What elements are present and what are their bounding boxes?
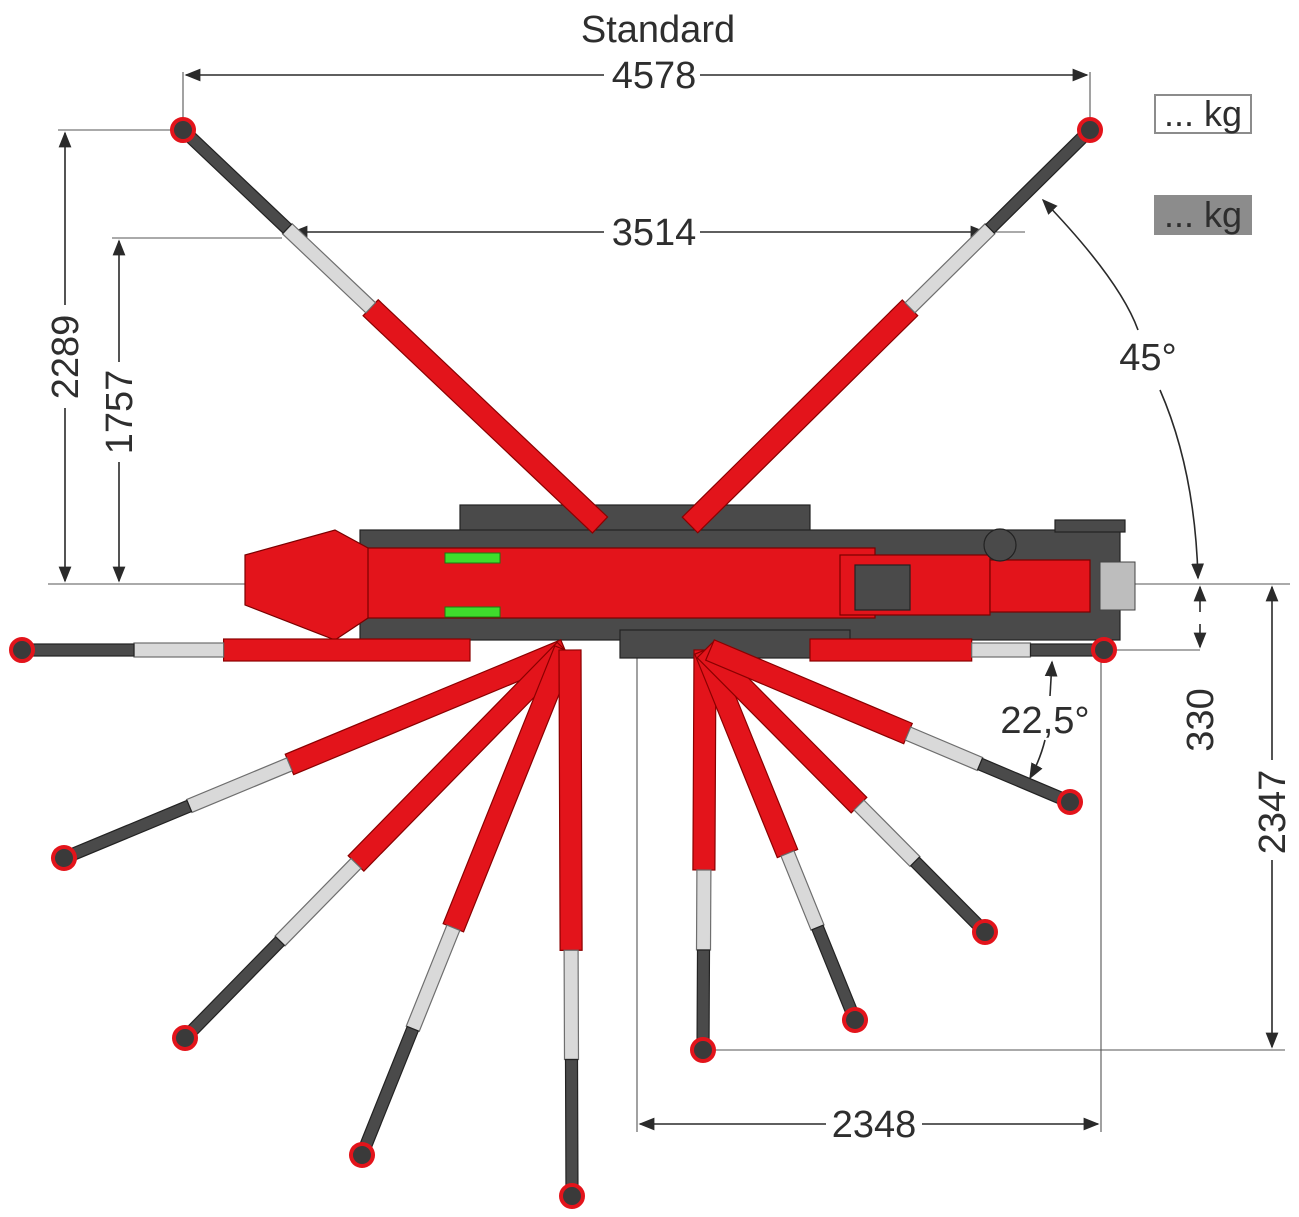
arm-right-horizontal xyxy=(809,637,1117,663)
title: Standard xyxy=(581,9,735,51)
arm-left-horizontal-extension xyxy=(21,643,135,657)
arm-lower-left-2 xyxy=(172,641,574,1052)
legend-label-filled: ... kg xyxy=(1164,194,1242,235)
arm-top-left-cylinder xyxy=(362,298,609,534)
arm-lower-right-3-foot-pad xyxy=(971,918,998,945)
arm-lower-left-4-extension xyxy=(564,1058,579,1197)
outrigger-arms xyxy=(9,117,1117,1209)
arm-top-left-foot-pad xyxy=(169,117,196,144)
dim-left-inner-label: 1757 xyxy=(99,370,141,455)
dim-bottom-span: 2348 xyxy=(636,650,1102,1146)
arm-lower-left-2-rod xyxy=(274,857,362,947)
arm-right-horizontal-rod xyxy=(971,642,1032,658)
arm-lower-right-3 xyxy=(696,641,998,945)
dim-left-inner: 1757 xyxy=(99,237,282,583)
arm-lower-right-2-rod xyxy=(780,850,825,931)
arm-lower-right-1 xyxy=(690,649,717,1064)
dim-bottom-span-label: 2348 xyxy=(832,1104,917,1146)
arm-top-right-foot-pad xyxy=(1077,117,1104,144)
arm-lower-left-1 xyxy=(50,639,571,871)
arm-lower-right-1-extension xyxy=(696,949,711,1051)
arm-right-horizontal-foot-pad xyxy=(1091,637,1117,663)
arm-top-right-rod xyxy=(904,222,996,314)
legend-item-filled: ... kg xyxy=(1154,194,1252,235)
dim-left-outer: 2289 xyxy=(45,129,245,585)
dim-angle-45: 45° xyxy=(1041,198,1204,580)
arm-lower-left-2-extension xyxy=(179,935,286,1044)
dim-angle-45-label: 45° xyxy=(1119,337,1176,379)
arm-top-left xyxy=(169,117,609,534)
arm-left-horizontal-rod xyxy=(133,642,225,658)
dim-angle-22: 22,5° xyxy=(1000,649,1200,780)
arm-top-left-rod xyxy=(281,222,377,314)
arm-right-horizontal-cylinder xyxy=(809,638,973,662)
arm-lower-right-1-rod xyxy=(695,869,712,951)
dim-left-outer-label: 2289 xyxy=(45,315,87,400)
arm-lower-right-3-rod xyxy=(853,799,921,868)
arm-lower-right-2-foot-pad xyxy=(842,1006,869,1033)
arm-top-right xyxy=(681,117,1104,534)
arm-lower-left-4-cylinder xyxy=(558,649,583,951)
arm-lower-left-3-foot-pad xyxy=(349,1141,376,1168)
dim-top-span-label: 4578 xyxy=(612,55,697,97)
arm-lower-left-1-foot-pad xyxy=(50,844,77,871)
dim-right-large-label: 2347 xyxy=(1252,770,1294,855)
arm-top-right-cylinder xyxy=(681,299,919,534)
arm-lower-right-2 xyxy=(694,645,869,1033)
arm-left-horizontal xyxy=(9,637,471,663)
arm-lower-right-4-rod xyxy=(904,726,984,772)
arm-lower-right-4 xyxy=(704,639,1083,816)
arm-lower-left-1-rod xyxy=(185,757,293,814)
arm-lower-left-1-extension xyxy=(60,799,193,865)
legend-label-outline: ... kg xyxy=(1164,93,1242,134)
dim-inner-span: 3514 xyxy=(291,212,1025,254)
arm-lower-left-2-foot-pad xyxy=(172,1025,199,1052)
arm-left-horizontal-cylinder xyxy=(223,638,471,662)
arm-lower-left-4 xyxy=(558,649,586,1209)
arm-lower-left-2-cylinder xyxy=(347,641,574,872)
legend: ... kg ... kg xyxy=(1154,93,1252,235)
dim-right-small-label: 330 xyxy=(1180,688,1222,751)
arm-lower-right-1-foot-pad xyxy=(690,1037,717,1064)
arm-top-right-extension xyxy=(984,124,1096,234)
arm-lower-right-4-foot-pad xyxy=(1056,789,1083,816)
legend-item-outline: ... kg xyxy=(1154,93,1252,134)
arm-left-horizontal-foot-pad xyxy=(9,637,35,663)
arm-top-left-extension xyxy=(178,124,293,234)
arm-lower-left-3 xyxy=(349,645,576,1168)
arm-lower-left-3-extension xyxy=(355,1025,420,1159)
arm-lower-left-3-rod xyxy=(405,924,461,1033)
dim-top-span: 4578 xyxy=(182,55,1091,125)
dim-inner-span-label: 3514 xyxy=(612,212,697,254)
dim-angle-22-label: 22,5° xyxy=(1000,700,1089,742)
dim-right-large: 2347 xyxy=(712,585,1294,1051)
arm-lower-left-4-foot-pad xyxy=(559,1182,586,1209)
crane-chassis xyxy=(244,504,1136,659)
arm-lower-left-4-rod xyxy=(563,949,580,1061)
